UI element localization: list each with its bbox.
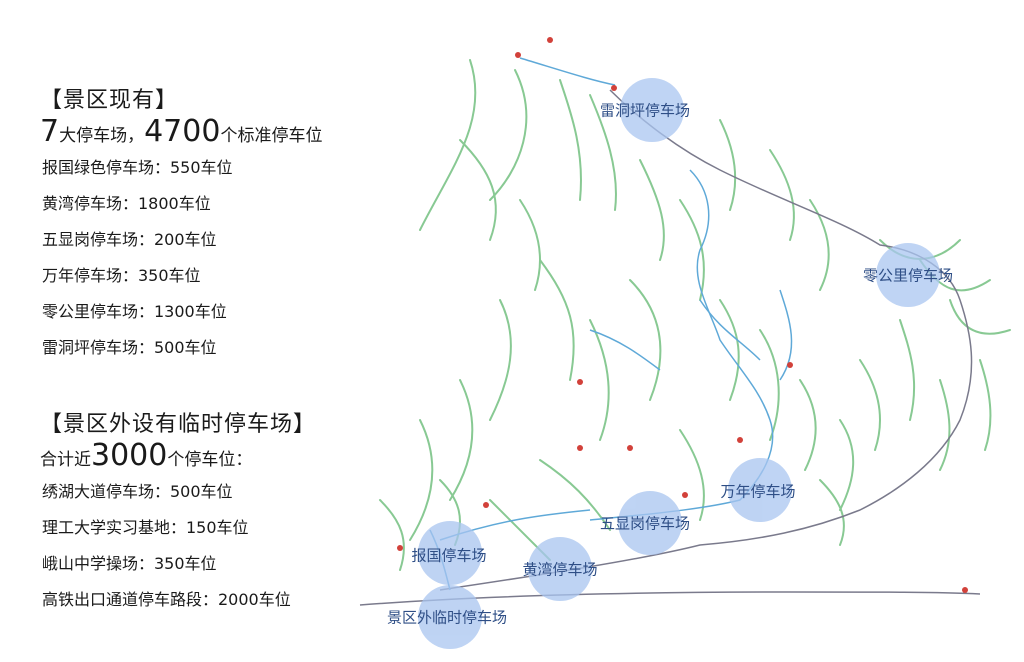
temp-summary-text-1: 合计近 bbox=[40, 450, 91, 470]
parking-markers bbox=[418, 78, 940, 649]
temp-space-count: 3000 bbox=[91, 438, 168, 473]
existing-item: 雷洞坪停车场：500车位 bbox=[42, 338, 217, 357]
temporary-item: 峨山中学操场：350车位 bbox=[42, 554, 217, 573]
parking-circle-linggongli bbox=[876, 243, 940, 307]
parking-circle-wannian bbox=[728, 458, 792, 522]
mountain-ridges bbox=[379, 59, 1011, 571]
temporary-summary: 合计近3000个停车位： bbox=[40, 438, 252, 473]
existing-heading: 【景区现有】 bbox=[40, 88, 179, 113]
lot-count: 7 bbox=[40, 114, 60, 149]
poi-markers bbox=[397, 37, 968, 593]
temporary-item: 理工大学实习基地：150车位 bbox=[42, 518, 249, 537]
label-leidongping-parking: 雷洞坪停车场 bbox=[599, 101, 691, 120]
parking-circle-huangwan bbox=[528, 537, 592, 601]
existing-item: 零公里停车场：1300车位 bbox=[42, 302, 227, 321]
temporary-heading: 【景区外设有临时停车场】 bbox=[40, 412, 317, 437]
summary-text-2: 个标准停车位 bbox=[220, 126, 323, 146]
summary-text-1: 大停车场， bbox=[59, 126, 145, 146]
temporary-item: 绣湖大道停车场：500车位 bbox=[42, 482, 233, 501]
parking-circle-temporary bbox=[418, 585, 482, 649]
label-wuxiangang-parking: 五显岗停车场 bbox=[599, 514, 691, 533]
label-temporary-parking: 景区外临时停车场 bbox=[386, 608, 508, 627]
existing-item: 黄湾停车场：1800车位 bbox=[42, 194, 211, 213]
scenic-area-map bbox=[359, 37, 1011, 649]
label-baoguo-parking: 报国停车场 bbox=[411, 546, 487, 565]
parking-circle-baoguo bbox=[418, 521, 482, 585]
existing-item: 报国绿色停车场：550车位 bbox=[42, 158, 233, 177]
parking-circle-wuxiangang bbox=[618, 491, 682, 555]
existing-item: 五显岗停车场：200车位 bbox=[42, 230, 217, 249]
existing-item: 万年停车场：350车位 bbox=[42, 266, 201, 285]
parking-info-panel: 【景区现有】 7大停车场，4700个标准停车位 报国绿色停车场：550车位 黄湾… bbox=[0, 0, 360, 662]
parking-circle-leidongping bbox=[620, 78, 684, 142]
label-huangwan-parking: 黄湾停车场 bbox=[522, 560, 598, 579]
temp-summary-text-2: 个停车位： bbox=[167, 450, 253, 470]
existing-summary: 7大停车场，4700个标准停车位 bbox=[40, 114, 322, 149]
space-count: 4700 bbox=[144, 114, 221, 149]
label-wannian-parking: 万年停车场 bbox=[720, 482, 796, 501]
label-linggongli-parking: 零公里停车场 bbox=[862, 266, 954, 285]
temporary-item: 高铁出口通道停车路段：2000车位 bbox=[42, 590, 291, 609]
